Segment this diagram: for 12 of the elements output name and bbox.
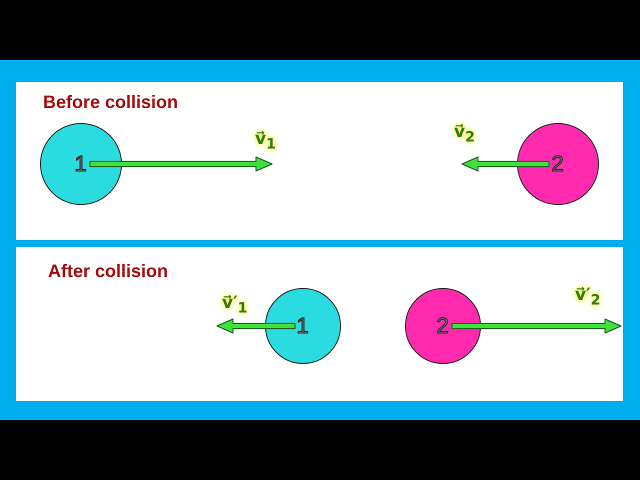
ball-number: 1 <box>296 314 309 336</box>
panel-heading: After collision <box>48 261 168 281</box>
panel <box>16 247 623 401</box>
ball-number: 2 <box>436 314 449 336</box>
panel-heading: Before collision <box>43 92 178 112</box>
velocity-label: v⃗$_{2}$ <box>454 121 475 148</box>
velocity-label: v⃗$_{1}$ <box>255 128 276 154</box>
ball-number: 1 <box>74 152 87 174</box>
panel <box>16 82 623 240</box>
ball-number: 2 <box>552 152 564 174</box>
velocity-label: v⃗′$_{1}$ <box>222 292 248 318</box>
velocity-label: v⃗′$_{2}$ <box>575 284 600 310</box>
